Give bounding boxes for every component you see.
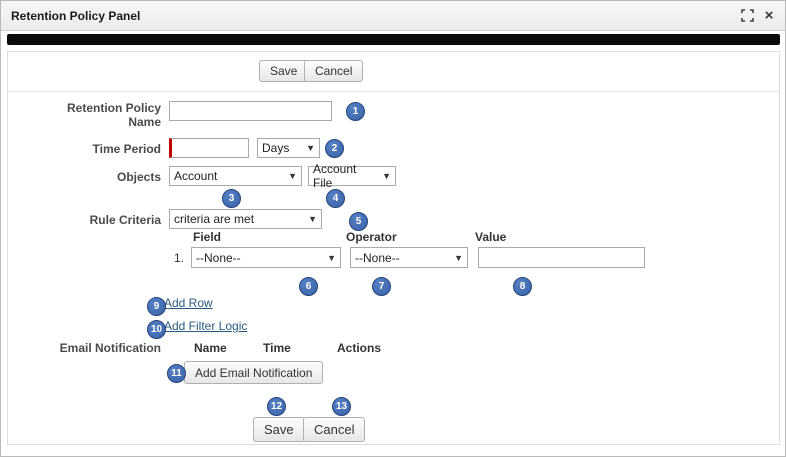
objects-object-value: Account	[174, 169, 218, 183]
criteria-row-index: 1.	[174, 251, 185, 265]
chevron-down-icon: ▼	[306, 143, 315, 153]
annotation-badge-10: 10	[147, 320, 166, 339]
rule-criteria-label: Rule Criteria	[89, 213, 161, 227]
criteria-operator-value: --None--	[355, 250, 400, 265]
rule-criteria-value: criteria are met	[174, 212, 255, 226]
retention-policy-name-label: Retention Policy Name	[66, 101, 161, 129]
email-header-actions: Actions	[337, 341, 382, 355]
chevron-down-icon: ▼	[382, 171, 391, 181]
time-period-unit-select[interactable]: Days ▼	[257, 138, 320, 158]
section-header-bar	[7, 34, 780, 45]
close-glyph: ×	[764, 6, 774, 24]
time-period-unit-value: Days	[262, 141, 290, 155]
time-period-label: Time Period	[92, 142, 161, 156]
annotation-badge-3: 3	[222, 189, 241, 208]
expand-corners-glyph	[740, 8, 754, 22]
criteria-header-value: Value	[475, 230, 507, 244]
annotation-badge-1: 1	[346, 102, 365, 121]
criteria-header-field: Field	[193, 230, 222, 244]
save-button-top[interactable]: Save	[259, 60, 309, 82]
close-icon[interactable]: ×	[761, 7, 777, 23]
email-header-name: Name	[194, 341, 227, 355]
annotation-badge-2: 2	[325, 139, 344, 158]
time-period-input[interactable]	[169, 138, 249, 158]
window-title: Retention Policy Panel	[11, 9, 141, 23]
email-notification-label: Email Notification	[59, 341, 161, 355]
criteria-value-input[interactable]	[478, 247, 645, 268]
annotation-badge-5: 5	[349, 212, 368, 231]
add-row-link[interactable]: Add Row	[164, 296, 213, 310]
chevron-down-icon: ▼	[288, 171, 297, 181]
annotation-badge-9: 9	[147, 297, 166, 316]
add-email-notification-button[interactable]: Add Email Notification	[184, 361, 324, 384]
criteria-header-operator: Operator	[346, 230, 397, 244]
chevron-down-icon: ▼	[454, 252, 463, 263]
email-header-time: Time	[263, 341, 291, 355]
cancel-button-top[interactable]: Cancel	[304, 60, 364, 82]
criteria-field-select[interactable]: --None-- ▼	[191, 247, 341, 268]
annotation-badge-6: 6	[299, 277, 318, 296]
title-bar: Retention Policy Panel ×	[1, 1, 785, 31]
objects-object-select[interactable]: Account ▼	[169, 166, 302, 186]
chevron-down-icon: ▼	[327, 252, 336, 263]
retention-policy-name-input[interactable]	[169, 101, 332, 121]
maximize-icon[interactable]	[739, 7, 755, 23]
objects-file-select[interactable]: Account File ▼	[308, 162, 396, 190]
annotation-badge-11: 11	[167, 364, 186, 383]
chevron-down-icon: ▼	[308, 214, 317, 224]
objects-file-value: Account File	[313, 162, 357, 190]
criteria-field-value: --None--	[196, 250, 241, 265]
save-button-bottom[interactable]: Save	[253, 417, 305, 442]
add-filter-logic-link[interactable]: Add Filter Logic	[164, 319, 248, 333]
annotation-badge-4: 4	[326, 189, 345, 208]
annotation-badge-8: 8	[513, 277, 532, 296]
annotation-badge-12: 12	[267, 397, 286, 416]
annotation-badge-13: 13	[332, 397, 351, 416]
toolbar-divider	[8, 91, 779, 92]
criteria-operator-select[interactable]: --None-- ▼	[350, 247, 468, 268]
annotation-badge-7: 7	[372, 277, 391, 296]
rule-criteria-select[interactable]: criteria are met ▼	[169, 209, 322, 229]
cancel-button-bottom[interactable]: Cancel	[303, 417, 366, 442]
objects-label: Objects	[116, 170, 161, 184]
